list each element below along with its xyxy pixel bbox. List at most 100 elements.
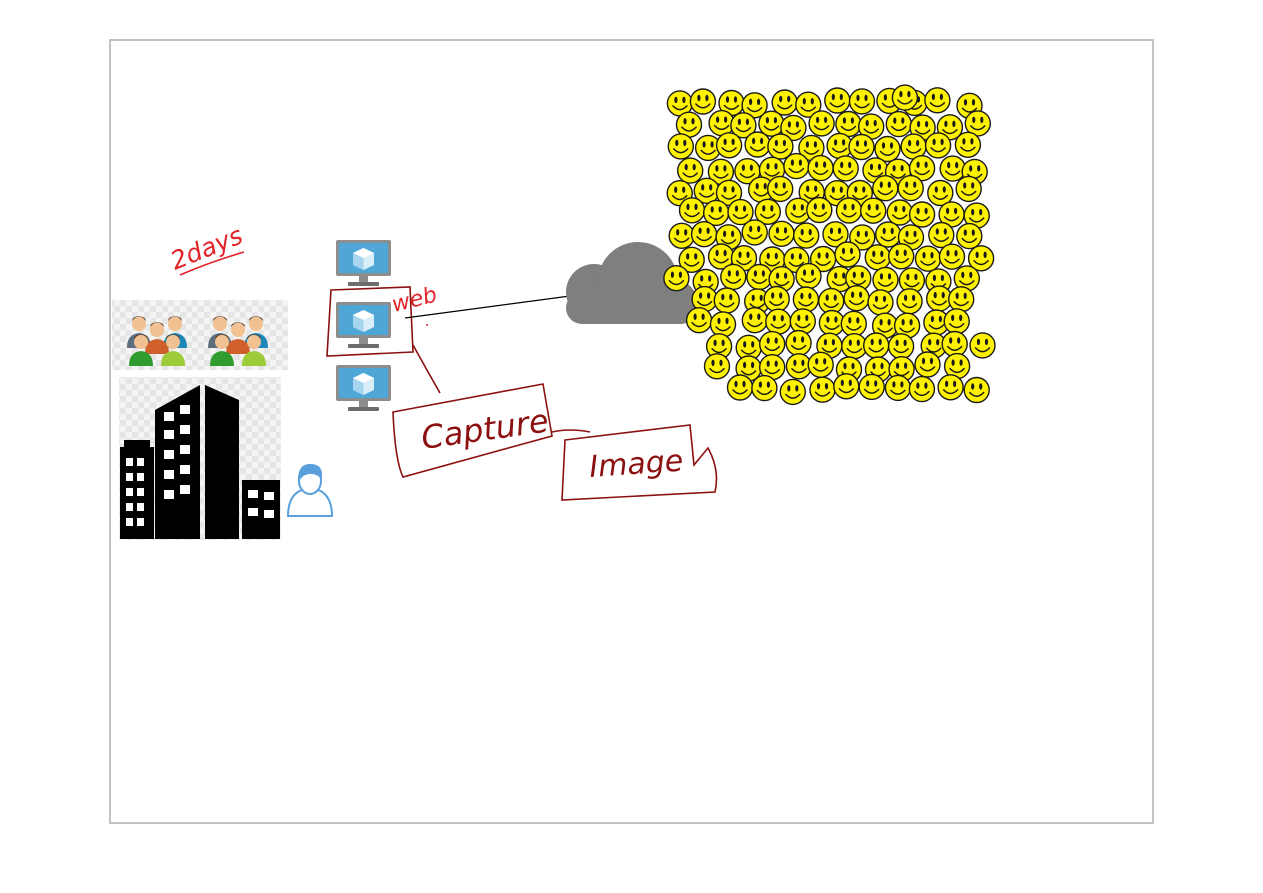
smiley-face-icon <box>956 222 983 250</box>
virtual-machine-icon-1 <box>336 240 391 286</box>
smiley-face-icon <box>887 243 915 270</box>
smiley-face-icon <box>874 221 902 248</box>
smiley-face-icon <box>824 87 851 114</box>
smiley-face-icon <box>668 222 695 250</box>
smiley-face-icon <box>785 329 812 357</box>
user-icon <box>286 463 334 517</box>
smiley-face-icon <box>771 89 798 116</box>
smiley-face-icon <box>886 199 914 226</box>
smiley-face-icon <box>862 332 890 359</box>
smiley-face-icon <box>858 373 885 401</box>
smiley-face-icon <box>848 88 876 115</box>
vm-highlight-box <box>326 286 414 357</box>
image-box: Image <box>561 424 718 501</box>
smiley-face-icon <box>766 175 794 203</box>
office-building-icon <box>119 377 281 540</box>
smiley-face-icon <box>969 332 996 359</box>
smiley-face-icon <box>872 174 899 202</box>
smiley-face-icon <box>832 155 859 182</box>
smiley-face-icon <box>741 219 768 246</box>
smiley-face-icon <box>914 245 942 272</box>
smiley-face-icon <box>685 306 713 334</box>
smiley-face-icon <box>751 374 778 402</box>
connection-line <box>404 295 571 319</box>
smiley-face-icon <box>715 132 743 159</box>
smiley-face-icon <box>720 263 747 291</box>
smiley-face-icon <box>792 286 820 313</box>
two-days-annotation: 2days <box>166 221 247 276</box>
smiley-face-icon <box>808 110 835 137</box>
smiley-face-icon <box>690 220 718 248</box>
smiley-face-icon <box>795 262 822 290</box>
smiley-face-icon <box>872 266 899 294</box>
smiley-face-icon <box>708 109 735 137</box>
smiley-face-icon <box>864 244 892 271</box>
smiley-face-icon <box>809 376 836 403</box>
smiley-face-icon <box>924 132 952 159</box>
smiley-face-icon <box>963 376 990 404</box>
smiley-face-icon <box>667 133 695 160</box>
smiley-face-icon <box>763 285 790 313</box>
cloud-icon <box>566 242 697 324</box>
smiley-face-icon <box>726 374 754 401</box>
smiley-face-icon <box>848 133 875 161</box>
smiley-face-icon <box>783 152 810 180</box>
smiley-face-icon <box>746 263 773 291</box>
smiley-face-icon <box>807 154 834 182</box>
smiley-face-icon <box>789 308 817 335</box>
smiley-face-icon <box>897 174 924 202</box>
smiley-face-icon <box>741 306 769 334</box>
smiley-face-icon <box>941 330 968 358</box>
smiley-face-icon <box>954 131 982 159</box>
smiley-face-icon <box>676 157 704 184</box>
smiley-face-icon <box>792 222 820 249</box>
smiley-face-icon <box>925 285 953 312</box>
virtual-machine-icon-2 <box>336 302 391 348</box>
image-label: Image <box>588 444 684 485</box>
smiley-face-icon <box>779 378 807 406</box>
smiley-face-icon <box>807 351 834 379</box>
smiley-face-icon <box>924 87 951 114</box>
smiley-face-icon <box>678 197 706 224</box>
smiley-face-icon <box>840 310 868 338</box>
smiley-face-icon <box>663 264 690 292</box>
image-connector <box>551 429 591 433</box>
smiley-face-icon <box>937 374 964 401</box>
smiley-face-icon <box>891 84 919 111</box>
smiley-face-icon <box>884 374 912 402</box>
smiley-face-icon <box>806 196 833 224</box>
capture-label: Capture <box>419 401 551 456</box>
smiley-face-icon <box>867 289 894 316</box>
smiley-face-icon <box>896 288 923 315</box>
smiley-face-icon <box>689 88 717 115</box>
smiley-face-icon <box>943 308 970 335</box>
smiley-face-icon <box>885 110 913 138</box>
capture-box: Capture <box>392 383 553 478</box>
capture-connector <box>412 344 441 394</box>
smiley-face-icon <box>939 155 966 182</box>
smiley-face-icon <box>908 375 936 403</box>
smiley-face-icon <box>887 333 915 360</box>
smiley-face-icon <box>768 220 795 248</box>
smiley-face-icon <box>947 286 975 313</box>
smiley-face-icon <box>938 243 966 270</box>
two-days-label: 2days <box>166 221 246 276</box>
smiley-face-icon <box>758 330 786 358</box>
smiley-face-icon <box>914 351 941 378</box>
smiley-face-icon <box>859 197 887 224</box>
smiley-crowd <box>663 84 996 406</box>
smiley-face-icon <box>765 308 792 335</box>
smiley-face-icon <box>709 311 737 338</box>
smiley-face-icon <box>834 241 861 268</box>
smiley-face-icon <box>955 175 982 203</box>
virtual-machine-icon-3 <box>336 365 391 411</box>
smiley-face-icon <box>833 373 860 400</box>
smiley-face-icon <box>744 131 771 158</box>
smiley-face-icon <box>835 197 863 224</box>
people-group-icon <box>112 300 288 370</box>
smiley-face-icon <box>908 201 936 228</box>
smiley-face-icon <box>713 287 741 314</box>
smiley-face-icon <box>843 284 870 312</box>
smiley-face-icon <box>703 353 731 380</box>
